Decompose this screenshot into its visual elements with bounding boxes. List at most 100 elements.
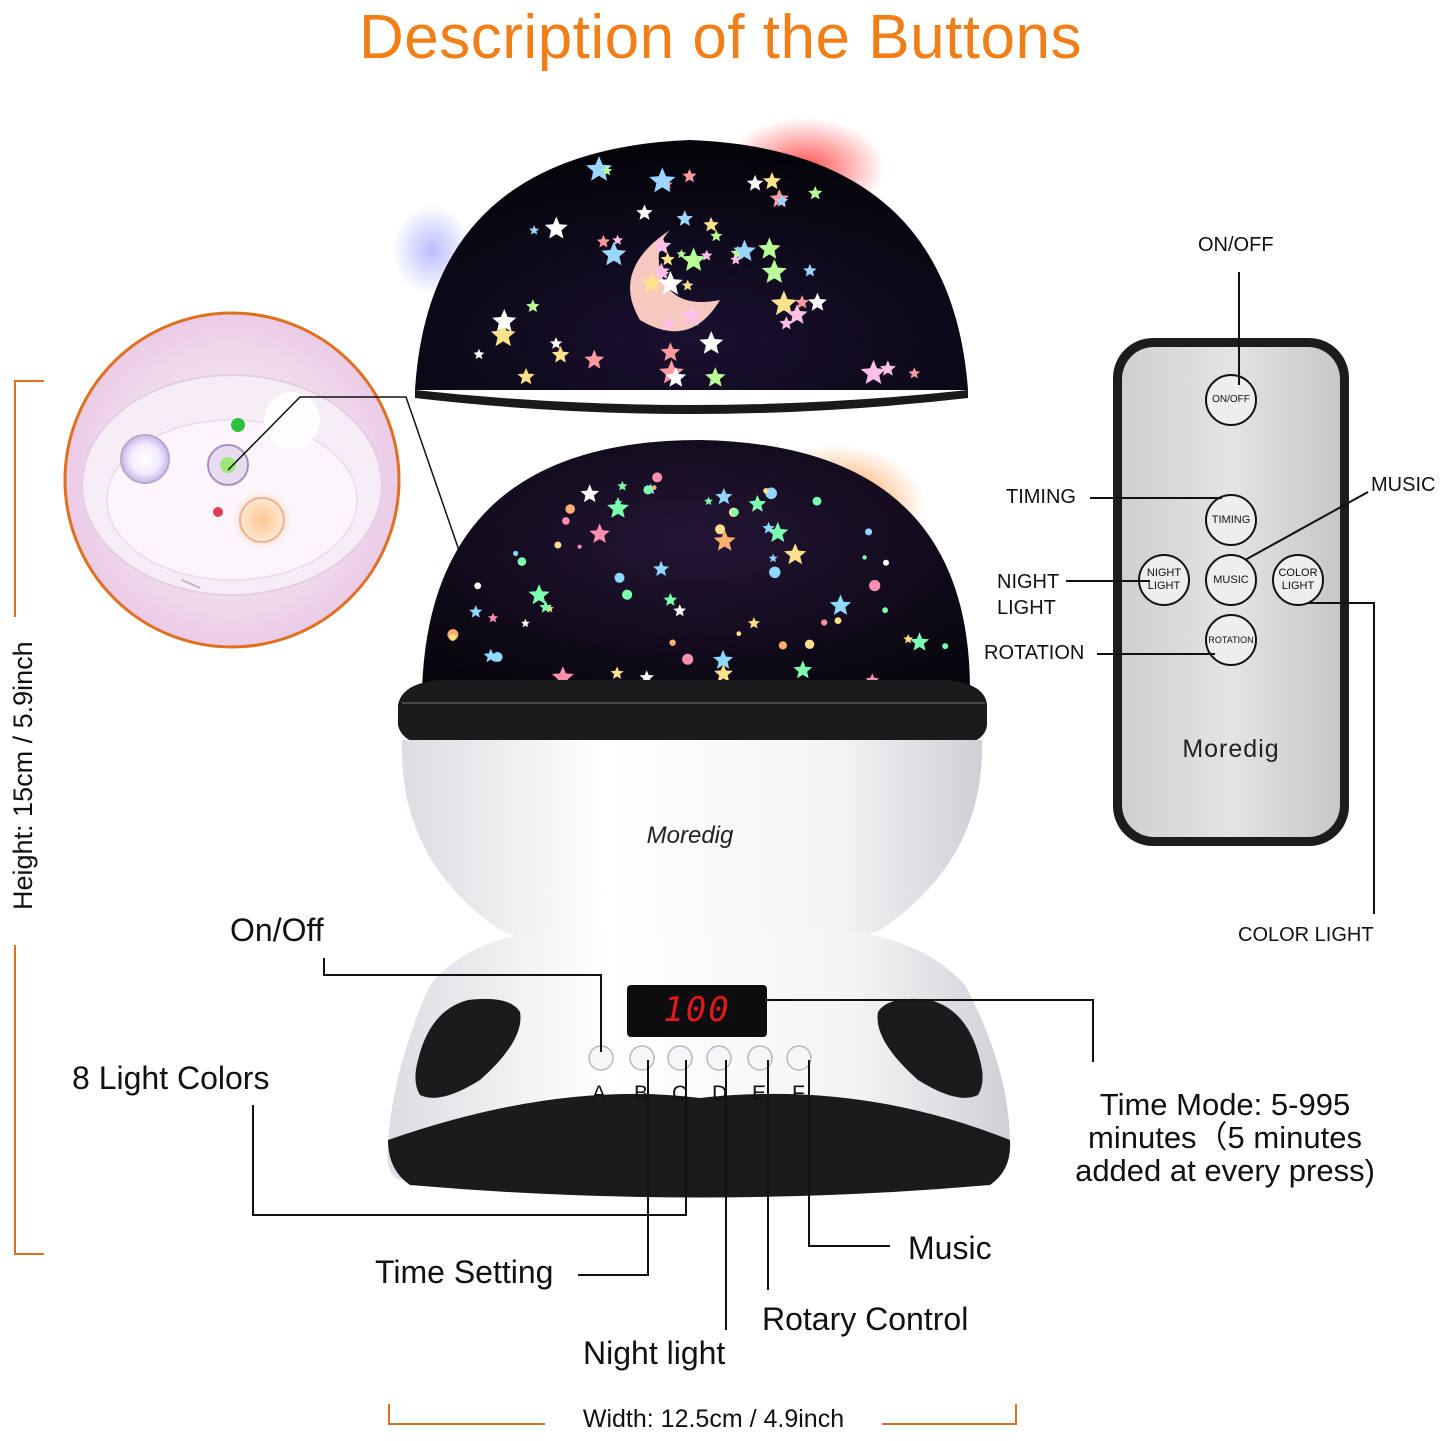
decorative-star: [584, 349, 605, 369]
remote-color-light-button[interactable]: [1272, 554, 1324, 606]
decorative-star: [653, 560, 670, 576]
decorative-dot: [562, 517, 570, 525]
decorative-star: [676, 249, 687, 259]
decorative-dot: [715, 524, 726, 535]
decorative-dot: [669, 639, 676, 646]
decorative-star: [715, 488, 733, 505]
music-callout: Music: [908, 1230, 992, 1266]
remote-night-light-text: NIGHT LIGHT: [1139, 567, 1189, 593]
inset-callout-line: [227, 396, 491, 641]
decorative-star: [601, 165, 613, 176]
decorative-star: [679, 304, 703, 326]
dome-ring: [398, 680, 987, 748]
decorative-star: [549, 337, 563, 349]
base-button-c[interactable]: [667, 1045, 693, 1071]
remote-music-button[interactable]: [1205, 554, 1257, 606]
decorative-star: [879, 360, 896, 376]
decorative-star: [758, 237, 781, 259]
decorative-star: [733, 239, 756, 261]
decorative-star: [641, 272, 663, 293]
decorative-star: [617, 480, 628, 491]
remote-night-text-2: LIGHT: [1147, 580, 1181, 592]
decorative-star: [795, 295, 810, 309]
decorative-star: [660, 342, 681, 361]
page-title: Description of the Buttons: [359, 3, 1082, 72]
decorative-star: [596, 234, 610, 248]
remote-on-off-button[interactable]: [1205, 374, 1257, 426]
decorative-star: [860, 359, 887, 384]
decorative-star: [528, 584, 550, 605]
decorative-dot: [517, 557, 527, 566]
remote-rotation-button[interactable]: [1205, 614, 1257, 666]
decorative-star: [529, 225, 540, 235]
decorative-star: [526, 299, 540, 313]
decorative-star: [490, 322, 516, 347]
base-button-d[interactable]: [706, 1045, 732, 1071]
decorative-dot: [565, 504, 575, 514]
height-dimension-line: [14, 380, 44, 1255]
base-callout-lines: [252, 958, 1094, 1330]
decorative-dot: [652, 485, 657, 490]
decorative-dot: [731, 508, 739, 516]
decorative-star: [539, 600, 552, 613]
decorative-star: [910, 632, 930, 651]
decorative-star: [807, 292, 827, 311]
decorative-star: [775, 194, 789, 207]
decorative-star: [730, 254, 742, 265]
decorative-star: [612, 234, 623, 245]
decorative-star: [710, 229, 723, 242]
on-off-callout: On/Off: [230, 912, 324, 948]
decorative-dot: [577, 544, 582, 549]
base-button-e[interactable]: [747, 1045, 773, 1071]
decorative-dot: [622, 589, 633, 600]
decorative-star: [665, 367, 687, 387]
decorative-star: [768, 553, 778, 563]
decorative-star: [487, 612, 499, 623]
decorative-dot: [812, 496, 822, 506]
decorative-star: [829, 594, 852, 615]
remote-night-callout-2: LIGHT: [997, 597, 1056, 619]
decorative-star: [762, 521, 775, 534]
height-label: Height: 15cm / 5.9inch: [8, 641, 38, 910]
time-mode-line-1: Time Mode: 5-995: [1099, 1087, 1351, 1122]
button-f-label: F: [792, 1082, 805, 1105]
decorative-dot: [882, 607, 888, 614]
decorative-star: [779, 316, 794, 330]
decorative-dot: [869, 580, 881, 592]
decorative-dot: [778, 641, 788, 650]
led-display: [627, 985, 767, 1037]
remote-timing-button[interactable]: [1205, 494, 1257, 546]
remote-color-light-text: COLOR LIGHT: [1273, 567, 1323, 593]
base-button-b[interactable]: [629, 1045, 655, 1071]
decorative-star: [681, 247, 706, 271]
remote-color-text-1: COLOR: [1278, 567, 1318, 579]
decorative-star: [705, 367, 726, 387]
remote-timing-callout: TIMING: [1006, 486, 1076, 508]
decorative-dot: [554, 541, 562, 549]
light-colors-callout: 8 Light Colors: [72, 1060, 270, 1096]
decorative-dot: [474, 582, 482, 590]
decorative-star: [786, 304, 808, 324]
top-dome-stars: [473, 156, 920, 387]
time-mode-callout: Time Mode: 5-995 minutes（5 minutes added…: [1040, 1088, 1410, 1187]
remote-rotation-text: ROTATION: [1208, 635, 1254, 645]
remote-on-off-text: ON/OFF: [1212, 394, 1250, 405]
base-button-f[interactable]: [786, 1045, 812, 1071]
time-setting-callout: Time Setting: [375, 1254, 554, 1290]
decorative-star: [652, 236, 672, 255]
decorative-dot: [804, 639, 815, 649]
decorative-star: [747, 617, 760, 629]
remote-color-text-2: LIGHT: [1281, 580, 1315, 592]
decorative-star: [703, 216, 719, 232]
lamp-base: [387, 930, 1011, 1198]
decorative-star: [601, 241, 627, 266]
decorative-star: [903, 634, 914, 644]
time-mode-line-2: minutes（5 minutes: [1088, 1120, 1362, 1155]
decorative-dot: [865, 528, 873, 536]
remote-music-text: MUSIC: [1213, 574, 1249, 586]
decorative-dot: [769, 566, 781, 578]
decorative-dot: [834, 617, 842, 624]
decorative-star: [808, 185, 823, 200]
decorative-star: [767, 521, 789, 542]
